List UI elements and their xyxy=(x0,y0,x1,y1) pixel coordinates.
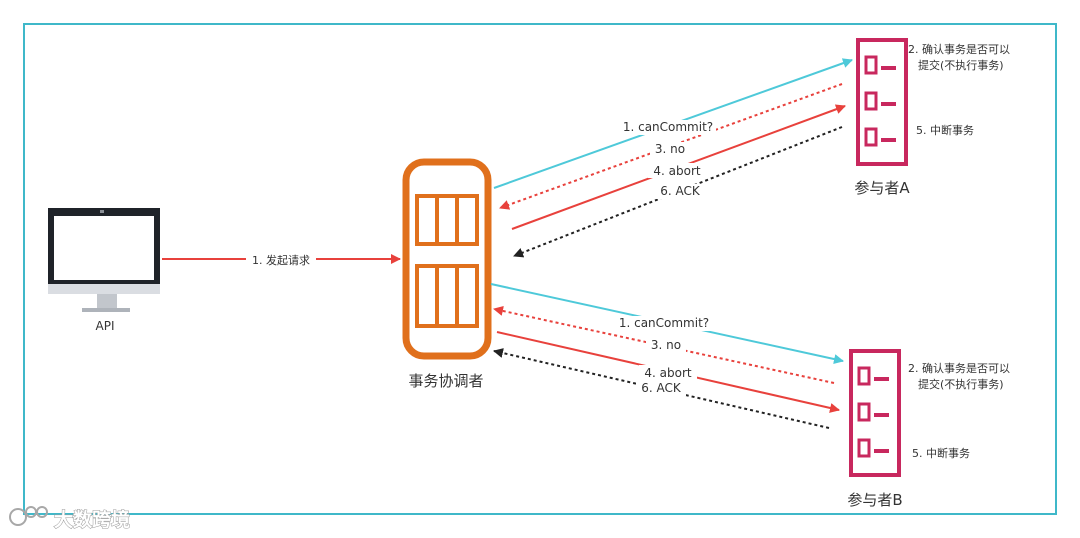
coordinator-label: 事务协调者 xyxy=(408,372,483,390)
participant-a-label: 参与者A xyxy=(854,179,910,197)
participant-b-note-abort: 5. 中断事务 xyxy=(912,446,970,460)
msg-a-can-commit: 1. canCommit? xyxy=(623,120,713,134)
participant-b-label: 参与者B xyxy=(847,491,902,509)
msg-a-abort: 4. abort xyxy=(653,164,701,178)
participant-b-note-line1: 2. 确认事务是否可以 xyxy=(908,362,1010,375)
msg-b-no: 3. no xyxy=(651,338,681,352)
watermark-text: 大数跨境 xyxy=(54,508,130,531)
msg-a-no: 3. no xyxy=(655,142,685,156)
msg-b-can-commit: 1. canCommit? xyxy=(619,316,709,330)
arrow-b-no xyxy=(493,306,835,384)
outer-frame xyxy=(23,23,1057,515)
msg-b-abort: 4. abort xyxy=(644,366,692,380)
participant-a-note-line1: 2. 确认事务是否可以 xyxy=(908,43,1010,56)
participant-a-note-abort: 5. 中断事务 xyxy=(916,123,974,137)
watermark-logo-icon xyxy=(9,506,48,526)
msg-request: 1. 发起请求 xyxy=(252,253,310,267)
participant-a-note-line2: 提交(不执行事务) xyxy=(918,58,1004,72)
coordinator-icon xyxy=(402,158,492,360)
participant-b-note-line2: 提交(不执行事务) xyxy=(918,377,1004,391)
participant-a-icon xyxy=(856,38,908,166)
api-label: API xyxy=(96,319,115,333)
msg-a-ack: 6. ACK xyxy=(660,184,701,198)
msg-b-ack: 6. ACK xyxy=(641,381,682,395)
participant-b-icon xyxy=(849,349,901,477)
api-monitor-icon xyxy=(48,208,160,312)
